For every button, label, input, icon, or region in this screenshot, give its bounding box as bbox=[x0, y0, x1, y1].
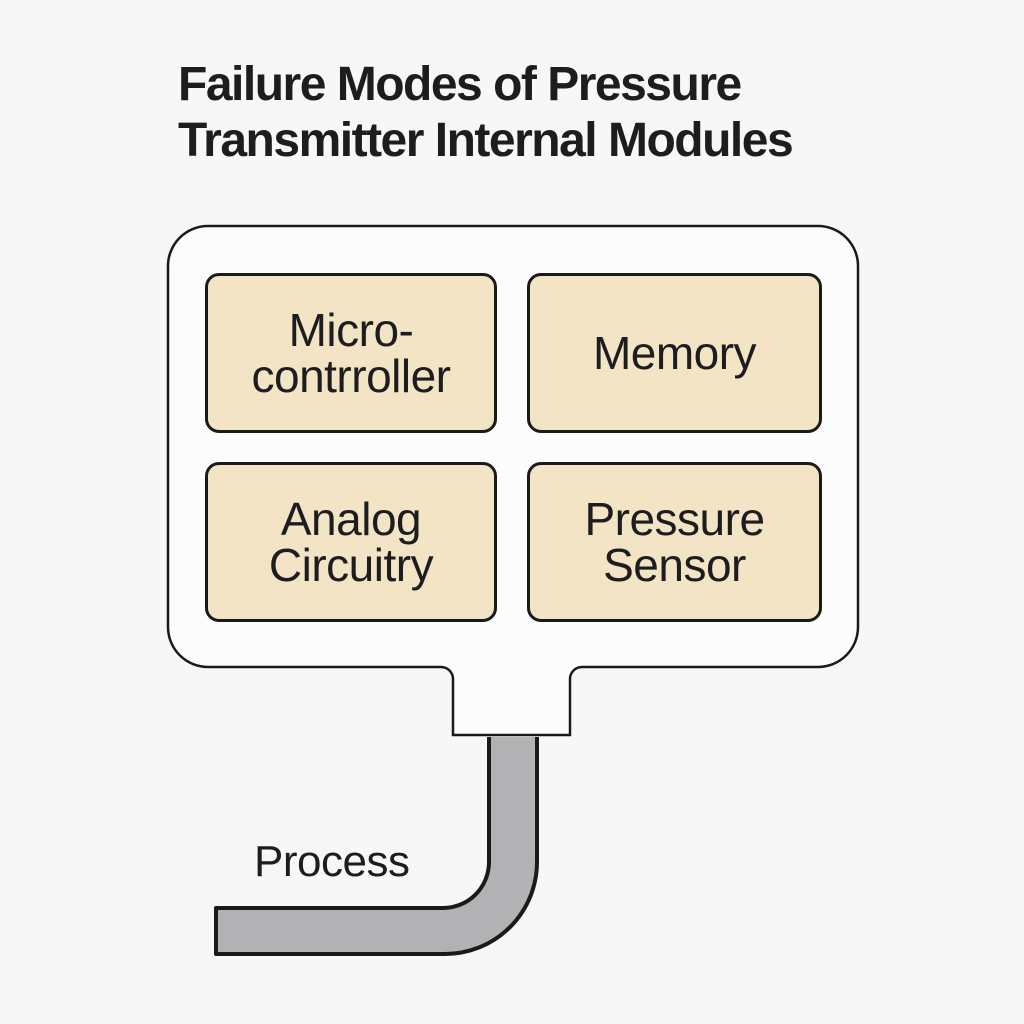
module-box-microcontroller: Micro- contrroller bbox=[205, 273, 497, 433]
module-label-line: Micro- bbox=[288, 304, 414, 356]
module-box-memory: Memory bbox=[527, 273, 822, 433]
module-box-analog-circuitry: Analog Circuitry bbox=[205, 462, 497, 622]
module-label-line: Analog bbox=[280, 493, 422, 545]
module-label-line: Memory bbox=[592, 327, 757, 379]
module-label-line: Pressure bbox=[584, 493, 765, 545]
page-title-line-2: Transmitter Internal Modules bbox=[178, 114, 794, 167]
module-label-line: contrroller bbox=[251, 350, 451, 402]
module-box-pressure-sensor: Pressure Sensor bbox=[527, 462, 822, 622]
module-label-line: Circuitry bbox=[268, 539, 434, 591]
process-pipe bbox=[214, 737, 539, 956]
module-label-line: Sensor bbox=[603, 539, 746, 591]
page-title-line-1: Failure Modes of Pressure bbox=[178, 58, 742, 111]
process-label: Process bbox=[254, 837, 410, 886]
page-title: Failure Modes of Pressure Transmitter In… bbox=[178, 57, 794, 169]
